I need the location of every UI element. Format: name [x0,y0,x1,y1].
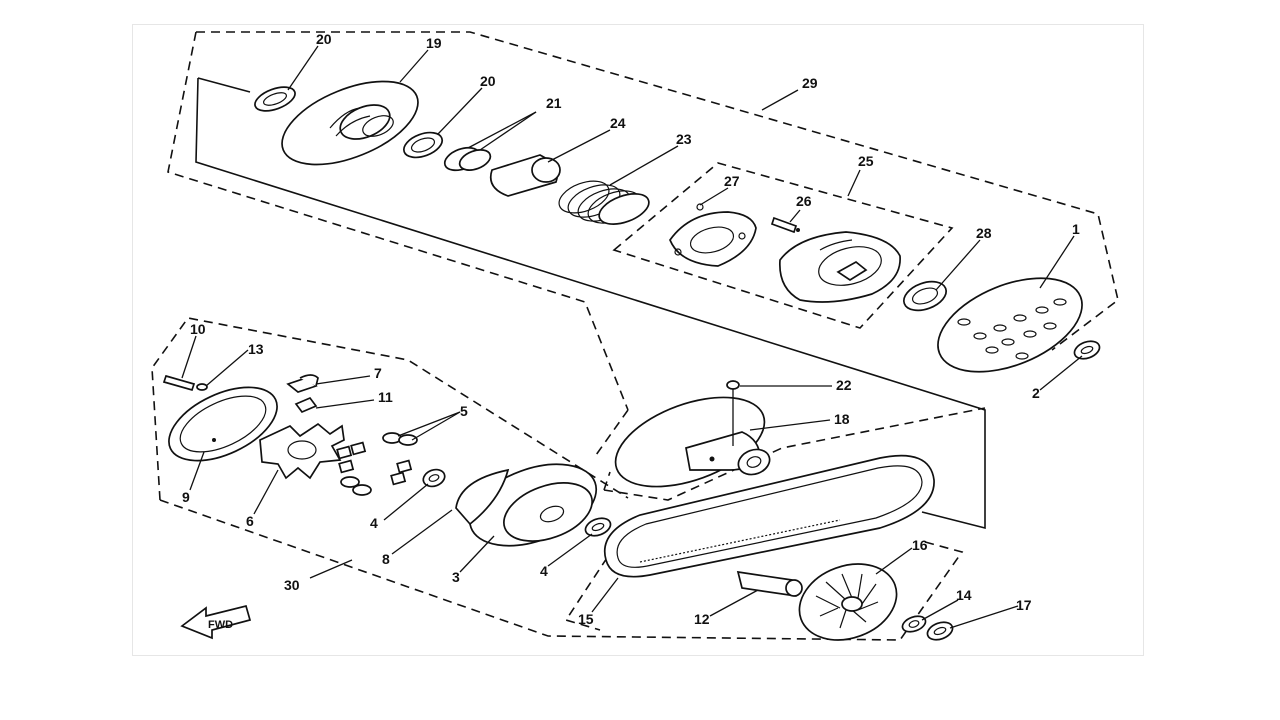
callout-19: 19 [426,35,442,51]
callout-13: 13 [248,341,264,357]
callout-21: 21 [546,95,562,111]
callout-23: 23 [676,131,692,147]
callout-24: 24 [610,115,626,131]
callout-18: 18 [834,411,850,427]
callout-25: 25 [858,153,874,169]
assembly-30-outline [151,317,964,641]
part-11-guide [294,396,318,414]
assembly-25-outline [612,162,954,329]
part-17-nut [926,621,954,641]
part-27-gasket-plate [669,203,757,267]
callout-28: 28 [976,225,992,241]
part-5-washers [340,432,418,496]
part-1-cover [937,277,1083,373]
callout-2: 2 [1032,385,1040,401]
assembly-18-outline [595,407,986,501]
part-24-sleeve [489,154,561,197]
callout-17: 17 [1016,597,1032,613]
callout-4: 4 [370,515,378,531]
callout-labels: 20 19 20 21 24 23 29 25 27 26 28 1 2 22 … [182,31,1080,627]
part-12-sleeve [736,570,803,597]
part-18-sheave [614,396,771,488]
assembly-29-outline [167,31,1119,530]
callout-15: 15 [578,611,594,627]
part-21-rings [443,146,492,172]
callout-29: 29 [802,75,818,91]
callout-4: 4 [540,563,548,579]
diagram-frame [132,24,1144,656]
callout-20: 20 [316,31,332,47]
callout-8: 8 [382,551,390,567]
part-19-sheave [281,80,419,166]
callout-3: 3 [452,569,460,585]
part-4-spacer-b [584,517,612,537]
callout-1: 1 [1072,221,1080,237]
callout-5: 5 [460,403,468,419]
part-13-washer [196,383,208,391]
part-6-cam [259,422,345,480]
callout-27: 27 [724,173,740,189]
part-15-drive-belt [603,454,935,578]
part-9-plate [168,386,278,462]
callout-30: 30 [284,577,300,593]
callout-6: 6 [246,513,254,529]
part-23-spring [558,180,650,225]
part-26-pin [770,216,800,234]
callout-20: 20 [480,73,496,89]
callout-14: 14 [956,587,972,603]
callout-26: 26 [796,193,812,209]
part-28-seal [903,280,947,312]
part-14-washer [901,615,927,633]
part-22-bolt [726,380,740,446]
callout-7: 7 [374,365,382,381]
rollers [336,441,413,486]
part-26-cam-housing [779,231,901,303]
part-3-sheave [455,463,598,547]
callout-22: 22 [836,377,852,393]
leader-lines [181,45,1083,629]
callout-12: 12 [694,611,710,627]
callout-9: 9 [182,489,190,505]
callout-11: 11 [378,389,393,405]
part-10-screw [162,374,196,392]
part-4-spacer-a [422,468,446,488]
part-20-collar [254,86,296,112]
part-2-nut [1073,340,1101,360]
part-7-slider [286,374,319,393]
part-20-bushing [402,131,444,159]
callout-16: 16 [912,537,928,553]
fwd-label: FWD [208,619,233,631]
callout-10: 10 [190,321,206,337]
belt-group-outline [564,519,633,631]
part-16-fan [798,563,898,641]
fwd-arrow-icon: FWD [180,604,252,640]
